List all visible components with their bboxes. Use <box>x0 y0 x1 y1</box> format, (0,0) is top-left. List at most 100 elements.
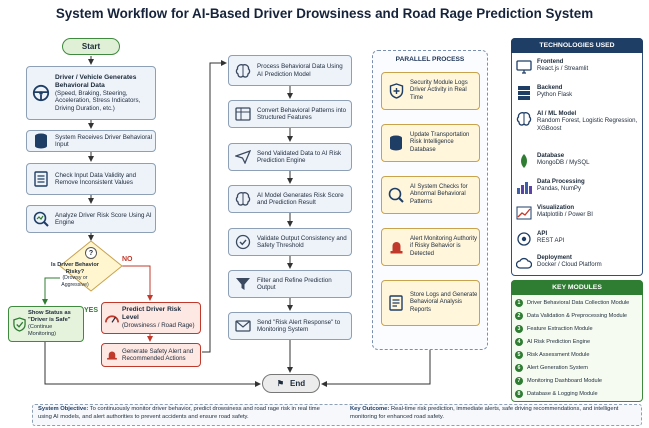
tech-api-name: API <box>537 230 548 237</box>
system-objective: System Objective: To continuously monito… <box>38 406 328 422</box>
brain-icon <box>233 61 253 81</box>
module-number: 3 <box>515 325 523 333</box>
mid-step-5-text: Validate Output Consistency and Safety T… <box>257 234 347 249</box>
module-text: Monitoring Dashboard Module <box>527 378 602 384</box>
module-text: Data Validation & Preprocessing Module <box>527 313 628 319</box>
module-item: 2 Data Validation & Preprocessing Module <box>515 312 641 320</box>
module-text: Feature Extraction Module <box>527 326 593 332</box>
step-analyze-risk: Analyze Driver Risk Score Using AI Engin… <box>26 205 156 233</box>
predict-title: Predict Driver Risk Level <box>122 306 182 322</box>
key-outcome: Key Outcome: Real-time risk prediction, … <box>350 406 636 422</box>
module-text: Database & Logging Module <box>527 391 598 397</box>
send-icon <box>233 147 253 167</box>
mid-step-6: Filter and Refine Prediction Output <box>228 270 352 298</box>
parallel-item-2-text: Update Transportation Risk Intelligence … <box>410 132 470 153</box>
database-icon <box>386 133 406 153</box>
database-icon <box>31 131 51 151</box>
step-driver-safe: Show Status as "Driver is Safe"(Continue… <box>8 306 84 342</box>
tech-ai-detail: Random Forest, Logistic Regression, XGBo… <box>537 117 638 132</box>
module-item: 8 Database & Logging Module <box>515 390 641 398</box>
shield-plus-icon <box>386 81 406 101</box>
module-text: Driver Behavioral Data Collection Module <box>527 300 630 306</box>
step-generate-detail: (Speed, Braking, Steering, Acceleration,… <box>55 89 141 112</box>
bar-chart-icon <box>515 178 533 196</box>
end-label: End <box>290 379 306 388</box>
gauge-icon <box>105 308 119 328</box>
module-number: 8 <box>515 390 523 398</box>
outcome-text: Real-time risk prediction, immediate ale… <box>350 406 619 420</box>
parallel-item-2: Update Transportation Risk Intelligence … <box>381 124 480 162</box>
parallel-item-3: AI System Checks for Abnormal Behavioral… <box>381 176 480 214</box>
mid-step-6-text: Filter and Refine Prediction Output <box>257 276 332 291</box>
brain-icon <box>233 189 253 209</box>
mid-step-1-text: Process Behavioral Data Using AI Predict… <box>257 63 343 78</box>
technologies-panel <box>511 38 643 276</box>
alarm-bell-icon <box>105 345 119 365</box>
step-analyze-text: Analyze Driver Risk Score Using AI Engin… <box>55 211 152 226</box>
step-receive-text: System Receives Driver Behavioral Input <box>55 133 152 148</box>
parallel-item-1-text: Security Module Logs Driver Activity in … <box>410 80 468 101</box>
parallel-item-4-text: Alert Monitoring Authority if Risky Beha… <box>410 236 478 257</box>
page-title: System Workflow for AI-Based Driver Drow… <box>55 6 594 21</box>
brain-icon <box>515 110 533 128</box>
check-shield-icon <box>233 232 253 252</box>
parallel-item-1: Security Module Logs Driver Activity in … <box>381 72 480 110</box>
checklist-icon <box>31 169 51 189</box>
module-number: 2 <box>515 312 523 320</box>
module-text: AI Risk Prediction Engine <box>527 339 591 345</box>
steering-wheel-icon <box>31 83 51 103</box>
module-item: 1 Driver Behavioral Data Collection Modul… <box>515 299 641 307</box>
module-text: Risk Assessment Module <box>527 352 590 358</box>
step-generate-data: Driver / Vehicle Generates Behavioral Da… <box>26 66 156 120</box>
alert-text: Generate Safety Alert and Recommended Ac… <box>122 347 194 362</box>
start-node: Start <box>62 38 120 55</box>
tech-api-detail: REST API <box>537 237 565 245</box>
monitor-icon <box>515 58 533 76</box>
decision-title: Is Driver Behavior Risky? <box>51 262 99 275</box>
shield-check-icon <box>12 314 26 334</box>
tech-frontend-name: Frontend <box>537 58 564 65</box>
report-icon <box>386 293 406 313</box>
outcome-label: Key Outcome: <box>350 406 390 412</box>
safe-title: Show Status as "Driver is Safe" <box>28 310 71 324</box>
tech-backend-detail: Python Flask <box>537 91 573 99</box>
parallel-item-4: Alert Monitoring Authority if Risky Beha… <box>381 228 480 266</box>
objective-label: System Objective: <box>38 406 89 412</box>
technologies-title: TECHNOLOGIES USED <box>511 38 643 53</box>
parallel-item-5-text: Store Logs and Generate Behavioral Analy… <box>410 292 478 313</box>
decision-question-icon: ? <box>85 247 97 259</box>
filter-icon <box>233 274 253 294</box>
objective-text: To continuously monitor driver behavior,… <box>38 406 320 420</box>
finish-flag-icon: ⚑ <box>276 379 285 388</box>
key-modules-title: KEY MODULES <box>511 280 643 295</box>
server-icon <box>515 84 533 102</box>
mid-step-2: Convert Behavioral Patterns into Structu… <box>228 100 352 128</box>
tech-ai-name: AI / ML Model <box>537 110 577 117</box>
tech-dp-name: Data Processing <box>537 178 585 185</box>
mid-step-1: Process Behavioral Data Using AI Predict… <box>228 55 352 86</box>
mid-step-5: Validate Output Consistency and Safety T… <box>228 228 352 256</box>
step-check-validity: Check Input Data Validity and Remove Inc… <box>26 163 156 195</box>
module-number: 5 <box>515 351 523 359</box>
tech-frontend-detail: React.js / Streamlit <box>537 65 589 73</box>
module-item: 5 Risk Assessment Module <box>515 351 641 359</box>
safe-detail: (Continue Monitoring) <box>28 324 56 337</box>
api-gear-icon <box>515 230 533 248</box>
mid-step-2-text: Convert Behavioral Patterns into Structu… <box>257 106 347 121</box>
siren-icon <box>386 237 406 257</box>
step-generate-title: Driver / Vehicle Generates Behavioral Da… <box>55 73 137 89</box>
mid-step-4-text: AI Model Generates Risk Score and Predic… <box>257 191 344 206</box>
leaf-icon <box>515 152 533 170</box>
module-number: 1 <box>515 299 523 307</box>
decision-detail: (Drowsy or Aggressive) <box>61 275 89 288</box>
